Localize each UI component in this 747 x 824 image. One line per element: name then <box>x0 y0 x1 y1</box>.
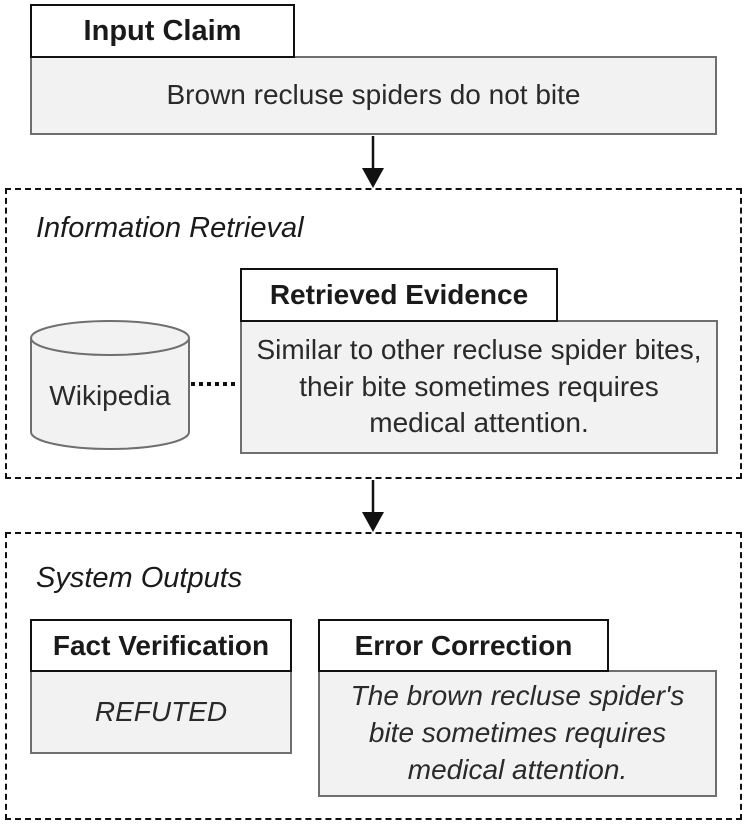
error-correction-box: The brown recluse spider's bite sometime… <box>318 670 717 797</box>
information-retrieval-title: Information Retrieval <box>36 212 304 244</box>
fact-verification-title: Fact Verification <box>30 619 292 672</box>
database-label: Wikipedia <box>49 380 171 411</box>
retrieved-evidence-title: Retrieved Evidence <box>240 268 558 322</box>
input-claim-box: Brown recluse spiders do not bite <box>30 56 717 135</box>
information-retrieval-section <box>5 188 742 479</box>
fact-verification-box: REFUTED <box>30 670 292 754</box>
error-correction-text: The brown recluse spider's bite sometime… <box>350 680 685 785</box>
retrieved-evidence-box: Similar to other recluse spider bites, t… <box>240 320 718 454</box>
input-claim-text: Brown recluse spiders do not bite <box>166 79 581 111</box>
error-correction-title: Error Correction <box>318 619 609 672</box>
system-outputs-section <box>5 532 742 820</box>
input-claim-title: Input Claim <box>30 4 295 58</box>
fact-verification-result: REFUTED <box>94 695 228 727</box>
retrieved-evidence-text: Similar to other recluse spider bites, t… <box>256 333 702 439</box>
system-outputs-title: System Outputs <box>36 562 243 594</box>
